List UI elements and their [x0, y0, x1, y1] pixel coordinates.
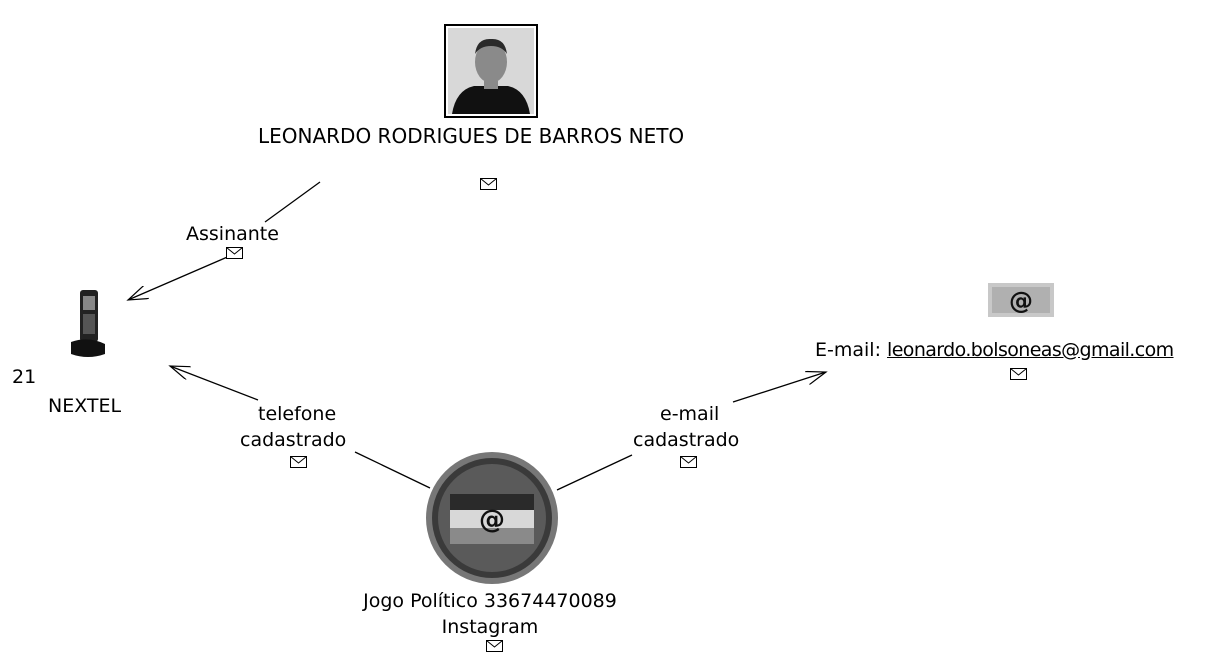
instagram-title: Jogo Político 33674470089	[363, 590, 617, 612]
edge-registered-email-line1: e-mail	[660, 403, 720, 425]
edge-registered-phone-line2: cadastrado	[240, 429, 347, 451]
email-line: E-mail: leonardo.bolsoneas@gmail.com	[815, 339, 1174, 361]
envelope-icon[interactable]	[1010, 368, 1027, 380]
email-address-link[interactable]: leonardo.bolsoneas@gmail.com	[887, 339, 1174, 361]
edge-line-subscriber-upper	[264, 181, 321, 223]
person-name: LEONARDO RODRIGUES DE BARROS NETO	[258, 124, 685, 148]
instagram-platform: Instagram	[441, 616, 539, 638]
envelope-icon[interactable]	[226, 247, 243, 259]
svg-text:@: @	[479, 505, 505, 535]
phone-number: 21	[12, 366, 37, 388]
mobile-phone-icon	[71, 290, 105, 357]
phone-carrier: NEXTEL	[48, 395, 122, 417]
instagram-at-badge-icon: @	[426, 452, 558, 584]
edge-registered-phone-line1: telefone	[258, 403, 337, 425]
svg-text:@: @	[1009, 287, 1033, 315]
edge-subscriber-label: Assinante	[186, 223, 279, 245]
envelope-icon[interactable]	[290, 456, 307, 468]
envelope-icon[interactable]	[480, 178, 497, 190]
envelope-icon[interactable]	[680, 456, 697, 468]
envelope-icon[interactable]	[486, 640, 503, 652]
email-label: E-mail:	[815, 339, 881, 361]
edge-line-phone-lower	[354, 451, 431, 489]
edge-line-subscriber-lower	[128, 254, 233, 300]
person-photo-icon	[444, 24, 538, 118]
edge-line-phone-upper	[170, 366, 259, 401]
edge-line-email-upper	[732, 372, 826, 403]
edge-line-email-lower	[556, 454, 633, 491]
at-sign-icon: @	[988, 283, 1054, 317]
edge-registered-email-line2: cadastrado	[633, 429, 740, 451]
